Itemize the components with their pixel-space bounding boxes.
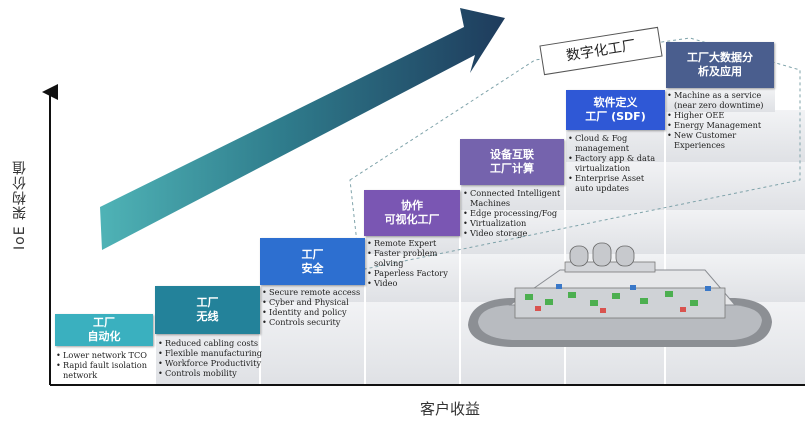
stage-bullets-factory-wireless: Reduced cabling costs Flexible manufactu… [158, 338, 270, 378]
bullet-item: Reduced cabling costs [158, 338, 270, 348]
x-axis-label: 客户收益 [419, 400, 480, 418]
bullet-item: Workforce Productivity [158, 358, 270, 368]
customer-value-arrow [100, 8, 505, 250]
bullet-item: Cloud & Fog management [568, 133, 664, 153]
factory-illustration [468, 242, 772, 347]
y-axis-label: IoE 架构价值 [12, 160, 28, 250]
bullet-item: Enterprise Asset auto updates [568, 173, 664, 193]
bullet-item: Remote Expert [367, 238, 459, 248]
stage-title-line: 无线 [196, 310, 219, 323]
bullet-item: Factory app & data virtualization [568, 153, 664, 173]
bullet-item: Video storage [463, 228, 567, 238]
stage-bullets-connected-equipment: Connected Intelligent Machines Edge proc… [463, 188, 567, 238]
stage-title-line: 工厂大数据分 [687, 51, 753, 64]
bullet-item: Flexible manufacturing [158, 348, 270, 358]
stage-title-line: 设备互联 [490, 148, 534, 161]
bullet-item: Identity and policy [262, 307, 362, 317]
stage-box-factory-security: 工厂 安全 [260, 238, 365, 285]
bullet-item: Higher OEE [667, 110, 771, 120]
stage-bullets-factory-big-data: Machine as a service (near zero downtime… [667, 90, 771, 150]
bullet-item: New Customer Experiences [667, 130, 771, 150]
stage-title-line: 自动化 [87, 330, 121, 343]
stage-title-line: 工厂 [93, 316, 115, 329]
stage-title-line: 可视化工厂 [384, 213, 440, 226]
stage-title-line: 工厂 [301, 247, 324, 261]
stage-bullets-factory-security: Secure remote access Cyber and Physical … [262, 287, 362, 327]
stage-box-factory-automation: 工厂 自动化 [55, 314, 153, 346]
stage-bullets-collaborative-visual-factory: Remote Expert Faster problem solving Pap… [367, 238, 459, 288]
stage-title-line: 工厂 [196, 296, 219, 309]
bullet-item: Rapid fault isolation network [56, 360, 156, 380]
bullet-item: Energy Management [667, 120, 771, 130]
bullet-item: Lower network TCO [56, 350, 156, 360]
bullet-item: Cyber and Physical [262, 297, 362, 307]
stage-title-line: 软件定义 [593, 96, 638, 109]
bullet-item: Machine as a service (near zero downtime… [667, 90, 771, 110]
stage-box-connected-equipment: 设备互联 工厂计算 [460, 139, 564, 185]
stage-title-line: 工厂 (SDF) [585, 110, 646, 123]
stage-title-line: 工厂计算 [490, 162, 534, 175]
bullet-item: Controls security [262, 317, 362, 327]
bullet-item: Edge processing/Fog [463, 208, 567, 218]
stage-box-software-defined-factory: 软件定义 工厂 (SDF) [566, 90, 665, 130]
stage-box-factory-wireless: 工厂 无线 [155, 286, 260, 334]
bullet-item: Controls mobility [158, 368, 270, 378]
stage-box-factory-big-data: 工厂大数据分 析及应用 [666, 42, 774, 88]
stage-title-line: 协作 [401, 199, 423, 212]
stage-title-line: 安全 [301, 261, 324, 275]
stage-bullets-software-defined-factory: Cloud & Fog management Factory app & dat… [568, 133, 664, 193]
bullet-item: Faster problem solving [367, 248, 459, 268]
bullet-item: Secure remote access [262, 287, 362, 297]
stage-title-line: 析及应用 [698, 65, 742, 78]
bullet-item: Virtualization [463, 218, 567, 228]
bullet-item: Paperless Factory [367, 268, 459, 278]
stage-box-collaborative-visual-factory: 协作 可视化工厂 [364, 190, 460, 236]
bullet-item: Connected Intelligent Machines [463, 188, 567, 208]
bullet-item: Video [367, 278, 459, 288]
stage-bullets-factory-automation: Lower network TCO Rapid fault isolation … [56, 350, 156, 380]
